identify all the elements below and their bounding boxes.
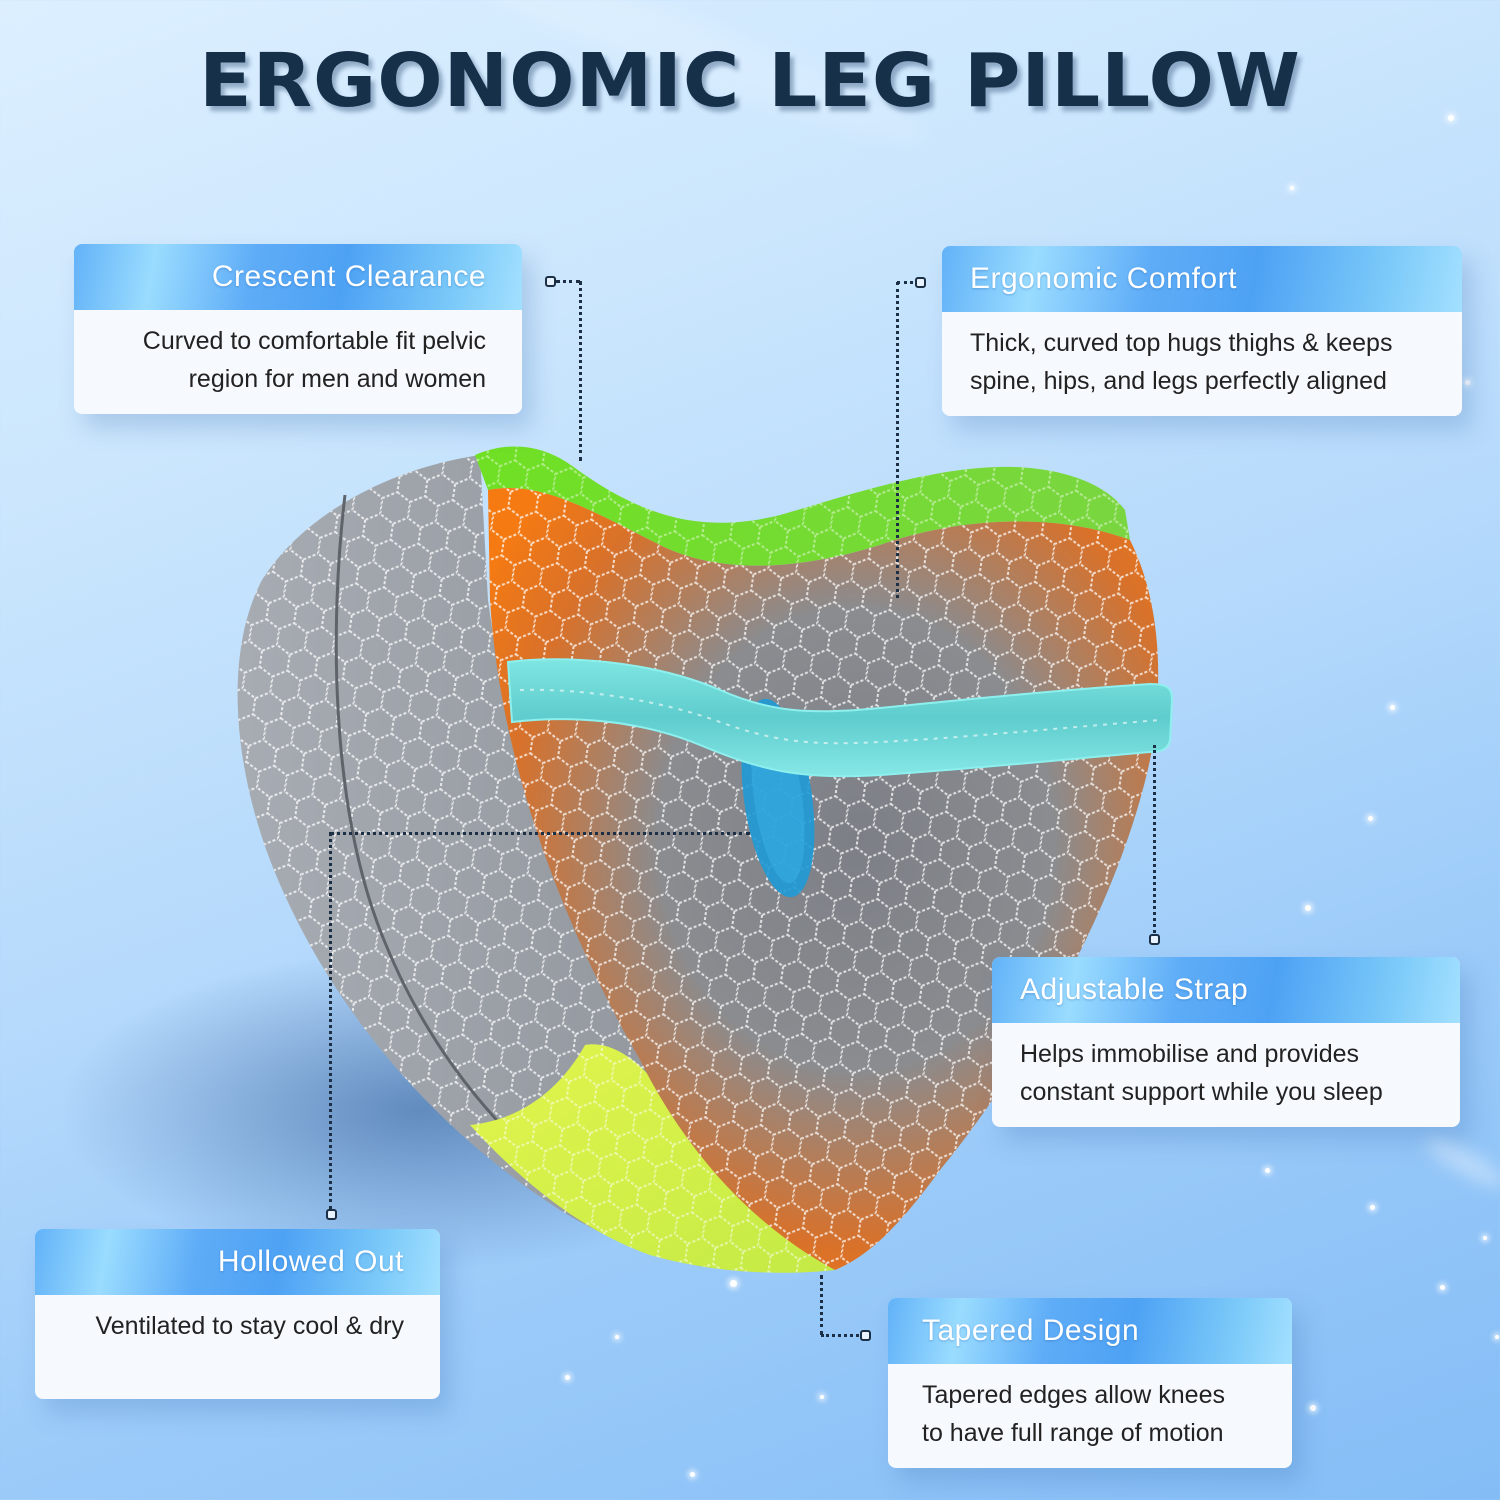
sparkle: [1305, 905, 1311, 911]
connector-line: [1153, 745, 1156, 933]
connector-line: [897, 281, 913, 284]
connector-node-tapered: [860, 1330, 871, 1341]
feature-description: Tapered edges allow knees to have full r…: [922, 1381, 1225, 1447]
sparkle: [730, 1280, 737, 1287]
connector-line: [330, 832, 750, 835]
connector-node-strap: [1149, 934, 1160, 945]
connector-line: [820, 1275, 823, 1335]
feature-title: Crescent Clearance: [74, 244, 522, 310]
feature-title: Adjustable Strap: [992, 957, 1460, 1023]
connector-node-crescent: [545, 276, 556, 287]
connector-line: [556, 280, 580, 283]
feature-card-ergonomic-comfort: Ergonomic Comfort Thick, curved top hugs…: [942, 246, 1462, 416]
feature-description: Ventilated to stay cool & dry: [95, 1312, 404, 1340]
sparkle: [1483, 1236, 1487, 1240]
sparkle: [1440, 1285, 1445, 1290]
feature-description: Helps immobilise and provides constant s…: [1020, 1040, 1383, 1106]
sparkle: [1448, 115, 1454, 121]
sparkle: [1368, 816, 1373, 821]
sparkle: [565, 1375, 570, 1380]
sparkle: [690, 1472, 695, 1477]
sparkle: [1465, 380, 1470, 385]
sparkle: [820, 1395, 824, 1399]
connector-node-hollowed: [326, 1209, 337, 1220]
sparkle: [1310, 1405, 1316, 1411]
connector-line: [821, 1334, 859, 1337]
feature-title: Tapered Design: [888, 1298, 1292, 1364]
sparkle: [1390, 705, 1395, 710]
sparkle: [1495, 1335, 1499, 1339]
page-title: ERGONOMIC LEG PILLOW: [199, 38, 1301, 124]
feature-description: Thick, curved top hugs thighs & keeps sp…: [970, 329, 1393, 395]
sparkle: [1290, 186, 1294, 190]
sparkle: [615, 1335, 619, 1339]
adjustable-strap-band: [506, 658, 1174, 778]
sparkle: [1265, 1168, 1270, 1173]
feature-description: Curved to comfortable fit pelvic region …: [142, 327, 486, 393]
connector-line: [896, 282, 899, 598]
feature-title: Hollowed Out: [35, 1229, 440, 1295]
feature-card-hollowed-out: Hollowed Out Ventilated to stay cool & d…: [35, 1229, 440, 1399]
connector-node-ergonomic: [915, 277, 926, 288]
feature-card-adjustable-strap: Adjustable Strap Helps immobilise and pr…: [992, 957, 1460, 1127]
connector-line: [579, 281, 582, 461]
feature-card-crescent-clearance: Crescent Clearance Curved to comfortable…: [74, 244, 522, 414]
feature-card-tapered-design: Tapered Design Tapered edges allow knees…: [888, 1298, 1292, 1468]
connector-line: [329, 832, 332, 1210]
feature-title: Ergonomic Comfort: [942, 246, 1462, 312]
sparkle: [1370, 1205, 1375, 1210]
